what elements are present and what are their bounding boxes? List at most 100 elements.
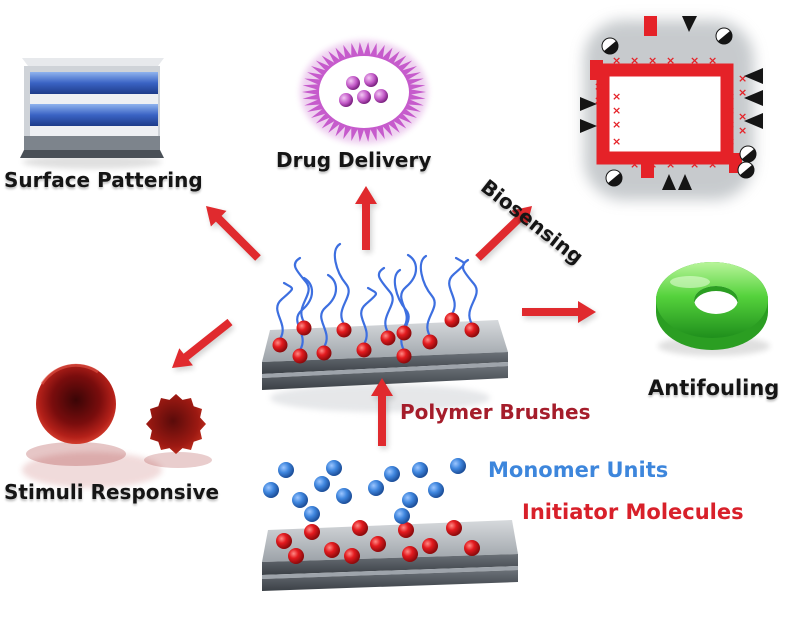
micelle-spike [374,123,385,140]
micelle-spike [343,123,354,140]
polymer-brushes-label: Polymer Brushes [400,400,591,424]
micelle-icon [300,40,428,144]
process-arrow [371,378,395,449]
micelle-spike [335,121,348,137]
micelle-spike [405,78,424,86]
micelle-spike [311,107,329,118]
initiator-bead [336,322,352,338]
micelle-spike [374,44,385,61]
micelle-spike [357,126,365,142]
micelle-spike [343,44,354,61]
initiator-bead [276,533,292,549]
initiator-bead [304,524,320,540]
x-mark: × [612,135,621,148]
initiator-bead [396,325,412,341]
polymer-chain [377,266,394,334]
micelle-spike [402,103,421,112]
micelle-spike [304,98,323,106]
x-mark: × [708,54,717,67]
receptor-bead [605,169,623,187]
micelle-spike [307,72,326,81]
x-mark: × [738,86,747,99]
micelle-spike [402,72,421,81]
initiator-substrate [250,520,530,621]
polymer-chain [296,276,314,352]
monomer-bead [450,458,466,474]
micelle-spike [405,98,424,106]
x-mark: × [630,54,639,67]
micelle-spike [369,125,377,141]
monomer-bead [292,492,308,508]
receptor-bead [739,145,757,163]
initiator-bead [288,548,304,564]
micelle-spike [399,66,417,77]
monomer-bead [368,480,384,496]
micelle-spike [357,42,365,58]
monomer-bead [412,462,428,478]
initiator-bead [464,540,480,556]
monomer-bead [384,466,400,482]
initiator-bead [296,320,312,336]
initiator-bead [370,536,386,552]
micelle-spike [321,115,337,129]
micelle-spike [369,43,377,59]
polymer-chain [333,242,350,326]
polymer-chains [276,242,478,352]
polymer-chain [360,286,378,346]
initiator-bead [352,520,368,536]
monomer-bead [314,476,330,492]
micelle-spike [386,51,400,66]
antifouling-label: Antifouling [648,376,780,400]
micelle-spike [304,78,323,86]
x-mark: × [612,118,621,131]
initiator-bead [380,330,396,346]
micelle-spike [406,93,426,100]
micelle-spike [380,47,393,63]
x-mark: × [726,104,735,117]
monomer-bead [428,482,444,498]
initiator-bead [324,542,340,558]
monomer-bead [394,508,410,524]
process-arrow [206,206,263,264]
micelle-spike [302,93,322,100]
particle-shadow [144,452,212,468]
micelle-spike [351,125,359,141]
initiator-bead [422,538,438,554]
initiator-bead [396,348,412,364]
monomer-bead [278,462,294,478]
x-mark: × [708,158,717,171]
micelle-spike [302,84,322,91]
x-mark: × [612,54,621,67]
x-mark: × [630,158,639,171]
x-mark: × [666,158,675,171]
micelle-spike [321,55,337,69]
micelle-spike [351,43,359,59]
micelle-spike [407,88,426,96]
x-mark: × [726,118,735,131]
stimuli-responsive-label: Stimuli Responsive [4,480,220,504]
polymer-chain [419,254,436,338]
micelle-spike [391,115,407,129]
micelle-spike [311,66,329,77]
micelle-spike [395,60,413,73]
micelle-spike [363,126,371,142]
x-mark: × [612,90,621,103]
initiator-bead [446,520,462,536]
micelle-spike [399,107,417,118]
x-mark: × [738,124,747,137]
initiator-bead [292,348,308,364]
x-mark: × [612,104,621,117]
x-mark: × [726,90,735,103]
initiator-bead [444,312,460,328]
x-mark: × [594,94,603,107]
receptor-bead [601,37,619,55]
monomer-beads [263,458,466,524]
monomer-bead [263,482,279,498]
process-arrow [475,206,534,264]
process-arrow [355,186,379,253]
x-mark: × [690,54,699,67]
micelle-spike [335,47,348,63]
monomer-bead [326,460,342,476]
collapsed-particle [146,394,206,454]
micelle-spike [315,60,333,73]
